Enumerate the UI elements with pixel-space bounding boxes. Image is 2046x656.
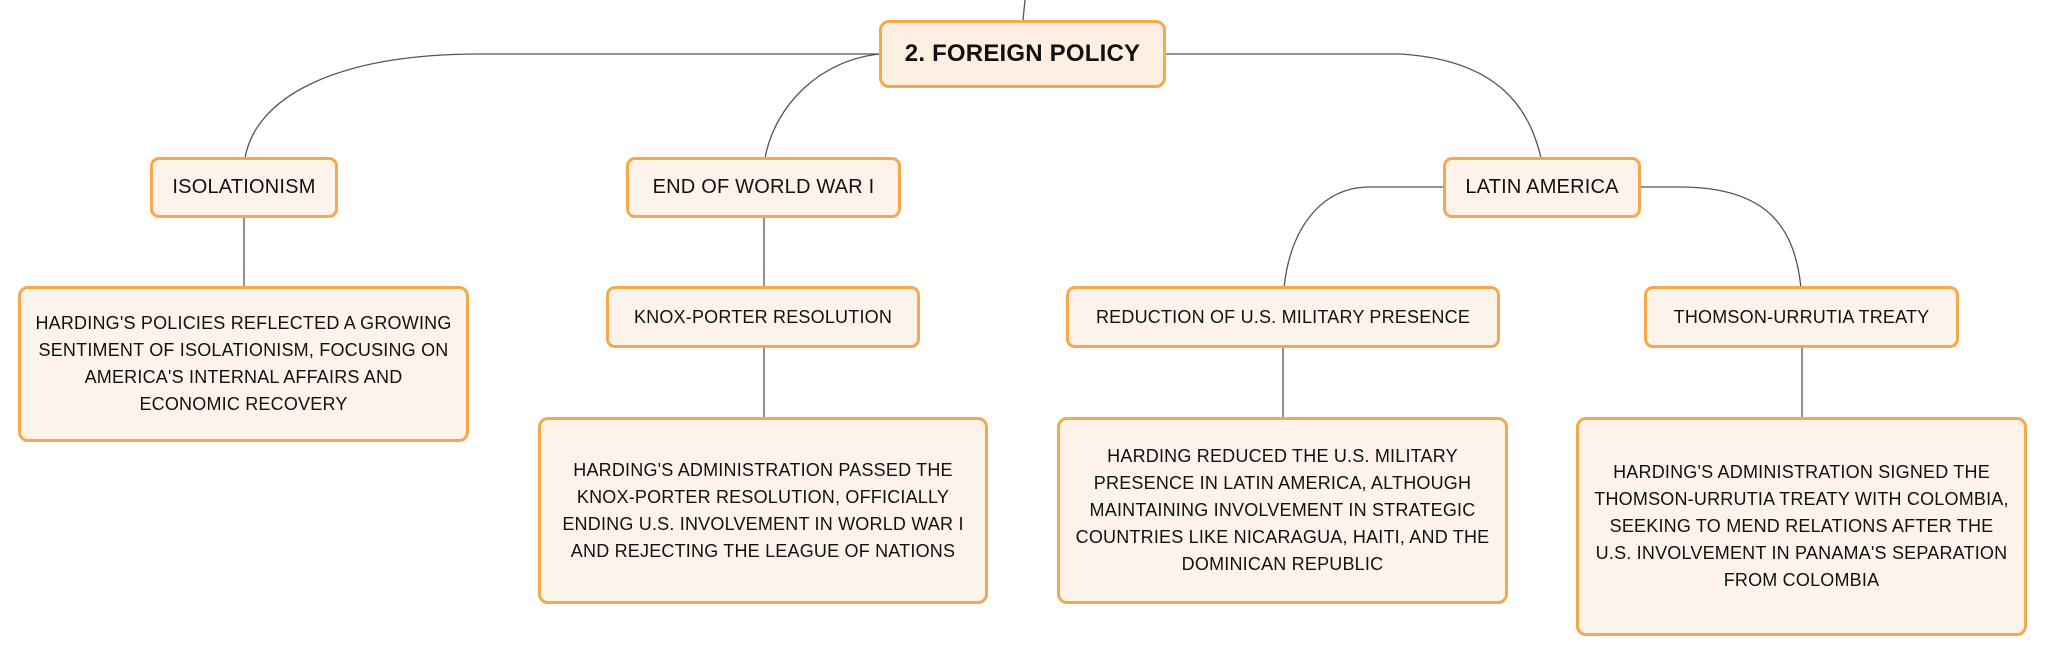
topic-node-label: ISOLATIONISM — [172, 176, 316, 198]
detail-node-text: HARDING'S ADMINISTRATION PASSED THE KNOX… — [562, 459, 964, 561]
detail-node-text: HARDING'S ADMINISTRATION SIGNED THE THOM… — [1594, 462, 2009, 590]
topic-node-label: END OF WORLD WAR I — [652, 176, 875, 198]
root-node-label: 2. FOREIGN POLICY — [904, 40, 1141, 67]
subtopic-node-label: KNOX-PORTER RESOLUTION — [633, 306, 893, 327]
detail-node-thomson-urrutia[interactable]: HARDING'S ADMINISTRATION SIGNED THE THOM… — [1576, 417, 2027, 636]
detail-node-military-presence[interactable]: HARDING REDUCED THE U.S. MILITARY PRESEN… — [1057, 417, 1508, 604]
topic-node-latin-america[interactable]: LATIN AMERICA — [1443, 157, 1641, 218]
topic-node-label: LATIN AMERICA — [1465, 176, 1619, 198]
connector-root-to-latin-america — [1166, 53, 1542, 159]
topic-node-isolationism[interactable]: ISOLATIONISM — [150, 157, 338, 218]
subtopic-node-thomson-urrutia-treaty[interactable]: THOMSON-URRUTIA TREATY — [1644, 286, 1959, 348]
detail-node-isolationism[interactable]: HARDING'S POLICIES REFLECTED A GROWING S… — [18, 286, 469, 442]
connector-root-to-end-of-ww1 — [764, 53, 881, 159]
connector-latin-america-to-thomson — [1640, 186, 1802, 289]
subtopic-node-reduction-of-military-presence[interactable]: REDUCTION OF U.S. MILITARY PRESENCE — [1066, 286, 1500, 348]
topic-node-end-of-world-war-i[interactable]: END OF WORLD WAR I — [626, 157, 901, 218]
connector-root-to-isolationism — [244, 53, 880, 159]
subtopic-node-label: REDUCTION OF U.S. MILITARY PRESENCE — [1095, 306, 1471, 327]
root-node-foreign-policy[interactable]: 2. FOREIGN POLICY — [879, 20, 1166, 88]
connector-parent-to-root — [1022, 0, 1026, 21]
detail-node-knox-porter[interactable]: HARDING'S ADMINISTRATION PASSED THE KNOX… — [538, 417, 988, 604]
subtopic-node-label: THOMSON-URRUTIA TREATY — [1673, 306, 1930, 327]
detail-node-text: HARDING'S POLICIES REFLECTED A GROWING S… — [35, 313, 452, 414]
detail-node-text: HARDING REDUCED THE U.S. MILITARY PRESEN… — [1075, 446, 1490, 574]
connector-latin-america-to-reduction — [1283, 186, 1444, 289]
subtopic-node-knox-porter-resolution[interactable]: KNOX-PORTER RESOLUTION — [606, 286, 920, 348]
